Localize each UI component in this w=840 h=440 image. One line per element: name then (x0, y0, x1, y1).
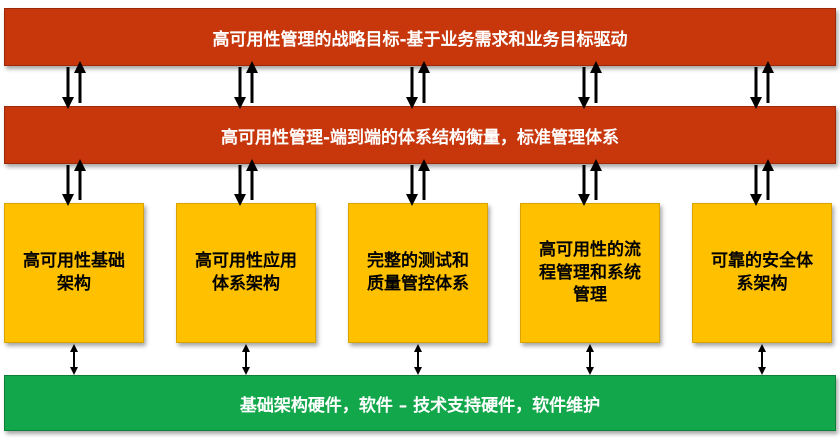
pillar-line: 高可用性应用 (195, 251, 297, 272)
pillar-application-architecture: 高可用性应用 体系架构 (176, 203, 316, 343)
pillar-line: 质量管控体系 (367, 274, 469, 294)
strategic-goal-bar: 高可用性管理的战略目标-基于业务需求和业务目标驱动 (4, 8, 836, 66)
pillar-line: 高可用性基础 (23, 251, 125, 272)
pillar-process-management: 高可用性的流 程管理和系统 管理 (520, 203, 660, 343)
management-system-text: 高可用性管理-端到端的体系结构衡量，标准管理体系 (220, 127, 620, 148)
pillar-testing-quality: 完整的测试和 质量管控体系 (348, 203, 488, 343)
pillar-line: 程管理和系统 (539, 262, 641, 283)
pillar-line: 架构 (57, 274, 91, 294)
pillar-line: 系架构 (736, 274, 788, 294)
strategic-goal-text: 高可用性管理的战略目标-基于业务需求和业务目标驱动 (212, 29, 628, 50)
pillar-line: 管理 (573, 285, 607, 306)
pillar-line: 完整的测试和 (367, 251, 469, 272)
pillar-security-architecture: 可靠的安全体 系架构 (692, 203, 832, 343)
pillar-line: 可靠的安全体 (711, 251, 813, 272)
pillar-line: 体系架构 (212, 274, 280, 294)
pillar-infrastructure: 高可用性基础 架构 (4, 203, 144, 343)
infrastructure-support-text: 基础架构硬件，软件 – 技术支持硬件，软件维护 (239, 395, 601, 416)
pillar-line: 高可用性的流 (539, 239, 641, 260)
infrastructure-support-bar: 基础架构硬件，软件 – 技术支持硬件，软件维护 (4, 375, 836, 431)
